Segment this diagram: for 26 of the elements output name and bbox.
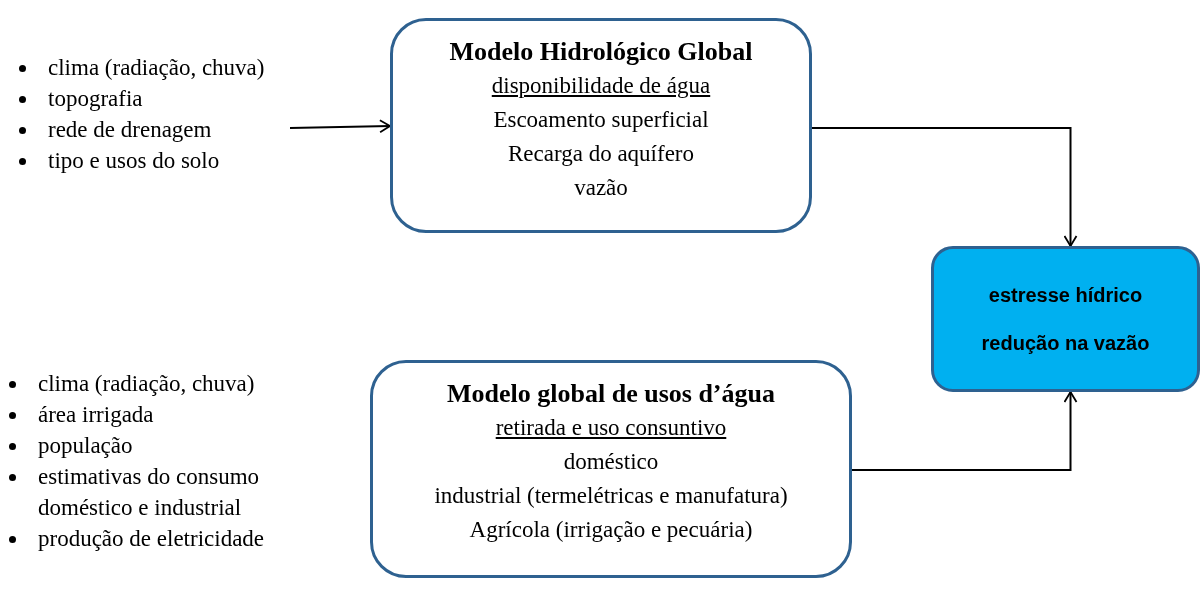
box-item: Recarga do aquífero: [507, 140, 694, 168]
box-title: Modelo Hidrológico Global: [449, 36, 753, 68]
model-box: [390, 18, 812, 233]
box-title: Modelo global de usos d’água: [447, 378, 775, 410]
model-box: [370, 360, 852, 578]
box-item: vazão: [574, 174, 628, 202]
box-item: doméstico: [563, 448, 659, 476]
box-subtitle: retirada e uso consuntivo: [495, 414, 727, 442]
result-text: estresse hídrico: [988, 283, 1143, 308]
box-item: Agrícola (irrigação e pecuária): [469, 516, 753, 544]
input-item: topografia: [48, 85, 143, 113]
input-item: área irrigada: [38, 401, 154, 429]
input-item: produção de eletricidade: [38, 525, 265, 553]
box-subtitle: disponibilidade de água: [491, 72, 711, 100]
arrow: [289, 119, 391, 134]
arrow: [851, 391, 1078, 471]
input-item: clima (radiação, chuva): [38, 370, 255, 398]
input-item: clima (radiação, chuva): [48, 54, 265, 82]
input-item: tipo e usos do solo: [48, 147, 220, 175]
input-item: rede de drenagem: [48, 116, 212, 144]
box-item: industrial (termelétricas e manufatura): [434, 482, 788, 510]
box-item: Escoamento superficial: [493, 106, 709, 134]
input-item: população: [38, 432, 133, 460]
result-box: [931, 246, 1200, 392]
result-text: redução na vazão: [981, 331, 1150, 356]
arrow: [811, 127, 1078, 247]
